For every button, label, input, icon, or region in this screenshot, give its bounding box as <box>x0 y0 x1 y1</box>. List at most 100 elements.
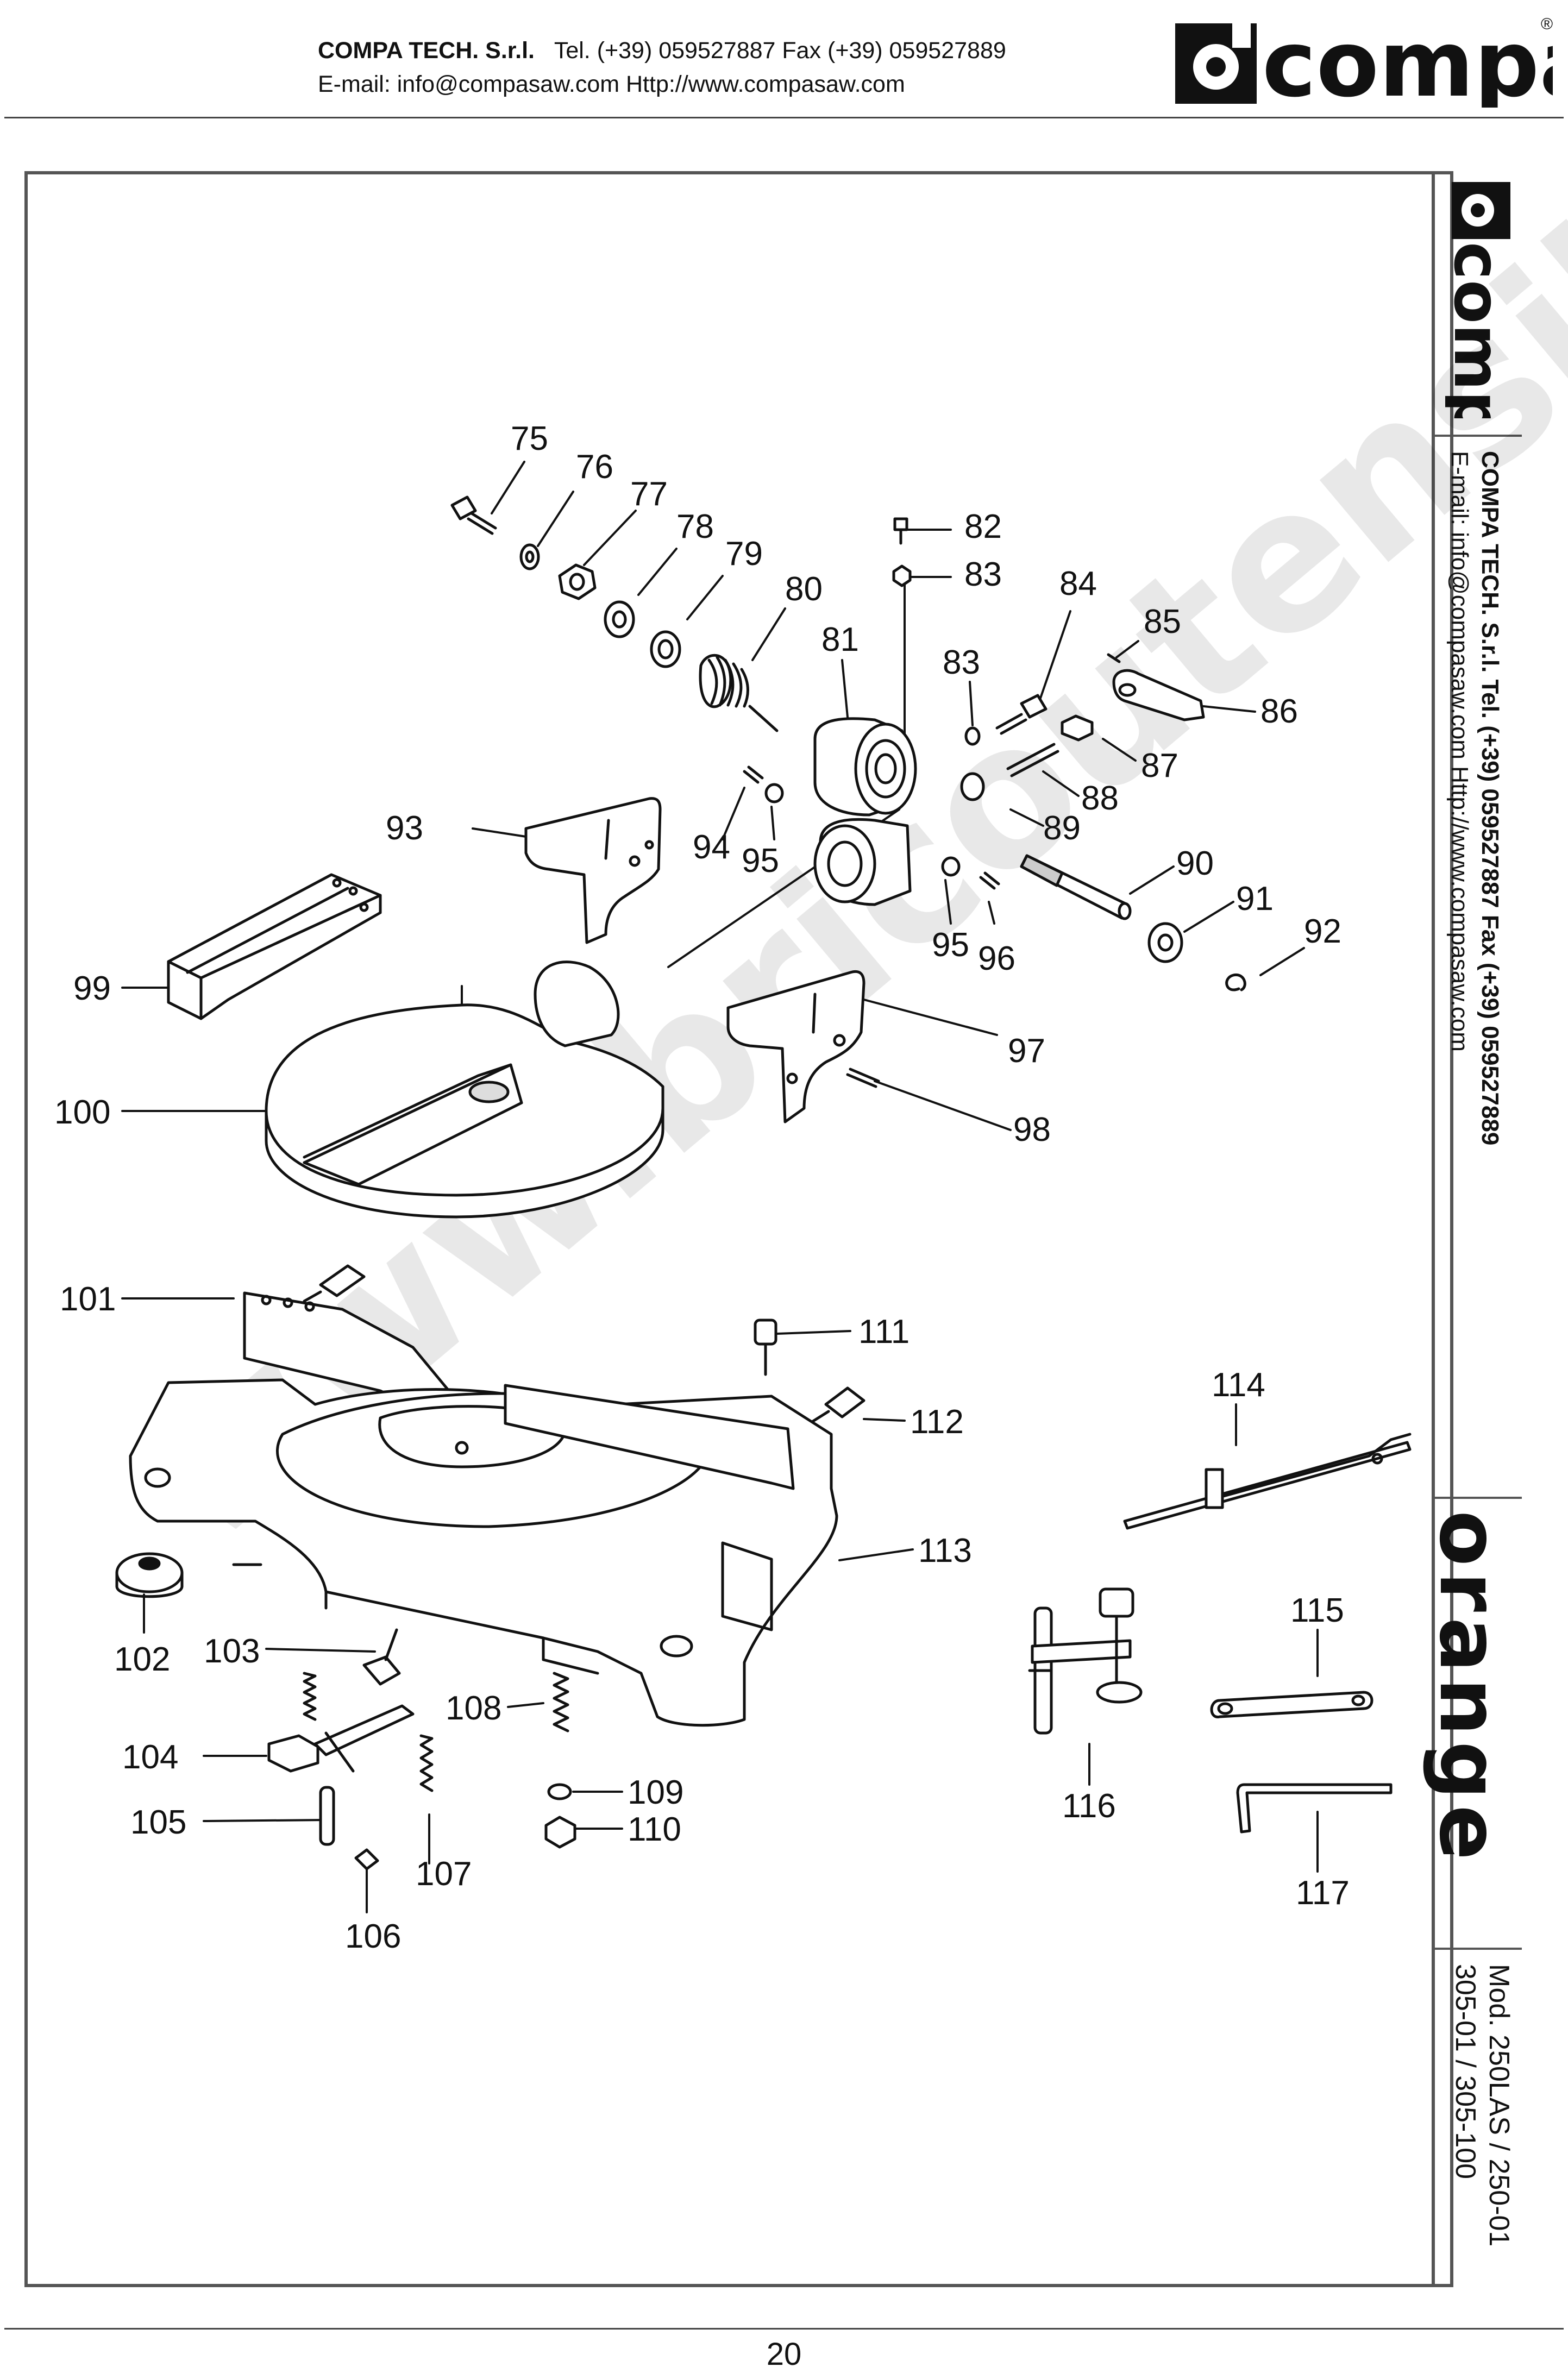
spring-108 <box>553 1672 569 1732</box>
email-web: E-mail: info@compasaw.com Http://www.com… <box>318 71 905 97</box>
callout-90: 90 <box>1176 845 1214 882</box>
callout-115: 115 <box>1290 1592 1344 1629</box>
callout-91: 91 <box>1236 880 1274 918</box>
wrench-115 <box>1210 1691 1373 1718</box>
washer-91 <box>1147 922 1183 963</box>
page-number: 20 <box>766 2337 802 2372</box>
header-contact: COMPA TECH. S.r.l. Tel. (+39) 059527887 … <box>318 34 1006 101</box>
drum-lower <box>813 818 912 906</box>
rotary-table-100 <box>265 960 664 1219</box>
lock-lever-86 <box>1112 669 1205 721</box>
callout-102: 102 <box>114 1641 170 1678</box>
nut-83 <box>892 564 912 587</box>
callout-85: 85 <box>1144 603 1181 641</box>
callout-87: 87 <box>1141 747 1178 784</box>
model-line2: 305-01 / 305-100 <box>1450 1964 1481 2180</box>
washer-79 <box>650 630 681 668</box>
side-logo-text: compa <box>1445 242 1515 418</box>
pin-106 <box>354 1848 379 1870</box>
pin-85 <box>1107 653 1121 663</box>
callout-labels: 75 76 77 78 79 80 81 82 83 83 84 85 86 8… <box>54 420 1350 1955</box>
brand-name: orange <box>1421 1510 1516 1866</box>
callout-83-lower: 83 <box>943 644 980 681</box>
pin-105 <box>319 1786 335 1846</box>
callout-75: 75 <box>511 420 548 457</box>
drawing-frame <box>24 171 1453 2287</box>
screw-96 <box>979 871 1000 890</box>
circlip-92 <box>1225 973 1246 991</box>
spring-104-upper <box>303 1672 317 1721</box>
side-panel-rule <box>1435 1497 1522 1499</box>
compa-logo: compa ® <box>1175 11 1553 108</box>
bracket-93 <box>524 797 662 944</box>
lock-assembly-104 <box>267 1704 415 1773</box>
threaded-rod-88 <box>1006 743 1059 777</box>
spring-107 <box>419 1734 434 1792</box>
callout-116: 116 <box>1062 1787 1116 1825</box>
nut-110 <box>544 1816 576 1849</box>
callout-103: 103 <box>204 1633 260 1670</box>
callout-77: 77 <box>630 475 668 513</box>
callout-80: 80 <box>785 570 823 608</box>
washer-109 <box>547 1783 572 1800</box>
header-divider <box>4 117 1564 118</box>
callout-94: 94 <box>693 828 730 866</box>
callout-101: 101 <box>60 1280 116 1318</box>
callout-86: 86 <box>1260 693 1298 730</box>
company-name: COMPA TECH. S.r.l. <box>318 37 535 64</box>
pivot-shaft-90 <box>1020 854 1132 920</box>
callout-111: 111 <box>858 1313 910 1351</box>
pivot-drum-81 <box>813 717 917 817</box>
nut-87 <box>1061 714 1094 742</box>
callout-107: 107 <box>416 1855 472 1893</box>
callout-98: 98 <box>1013 1111 1051 1148</box>
side-panel-rule <box>1435 435 1522 437</box>
clamp-116 <box>1028 1587 1143 1735</box>
callout-79: 79 <box>725 535 763 573</box>
phone-fax: Tel. (+39) 059527887 Fax (+39) 059527889 <box>554 37 1006 64</box>
washer-76 <box>519 543 540 570</box>
callout-83: 83 <box>964 556 1002 593</box>
bolt-75 <box>450 495 497 535</box>
callout-96: 96 <box>978 940 1015 977</box>
laser-guide-114 <box>1123 1433 1412 1530</box>
side-compa-logo: compa <box>1445 182 1515 418</box>
screw-82 <box>893 517 908 545</box>
callout-106: 106 <box>345 1918 401 1955</box>
callout-95: 95 <box>742 842 779 880</box>
callout-84: 84 <box>1059 565 1097 602</box>
bracket-97 <box>726 970 865 1123</box>
callout-76: 76 <box>576 448 613 486</box>
callout-112: 112 <box>910 1403 964 1441</box>
hex-nut-77 <box>558 563 597 600</box>
callout-108: 108 <box>446 1690 501 1727</box>
callout-97: 97 <box>1008 1032 1045 1070</box>
torsion-spring-80 <box>699 654 779 732</box>
model-info: Mod. 250LAS / 250-01 305-01 / 305-100 <box>1448 1964 1516 2246</box>
side-panel-divider <box>1432 171 1435 2287</box>
callout-92: 92 <box>1304 913 1341 950</box>
callout-100: 100 <box>54 1094 110 1131</box>
saw-base-113 <box>129 1378 838 1727</box>
callout-109: 109 <box>628 1774 683 1811</box>
screw-94 <box>743 765 764 784</box>
callout-105: 105 <box>130 1804 186 1841</box>
screw-111 <box>754 1319 777 1376</box>
callout-78: 78 <box>676 508 714 545</box>
side-panel-rule <box>1435 1948 1522 1950</box>
leader-lines <box>121 461 1319 1913</box>
callout-82: 82 <box>964 508 1002 545</box>
knob-101 <box>303 1264 366 1303</box>
callout-104: 104 <box>122 1738 178 1776</box>
screw-98 <box>846 1068 880 1088</box>
callout-114: 114 <box>1212 1366 1265 1404</box>
callout-88: 88 <box>1081 780 1119 817</box>
lock-washer-78 <box>604 600 635 638</box>
callout-93: 93 <box>386 809 423 847</box>
rubber-foot-102 <box>115 1552 184 1598</box>
nut-95-lower <box>941 856 961 877</box>
footer-divider <box>4 2328 1564 2330</box>
fence-bar-99 <box>167 873 382 1020</box>
knob-112 <box>808 1386 865 1425</box>
nut-95 <box>764 783 784 803</box>
